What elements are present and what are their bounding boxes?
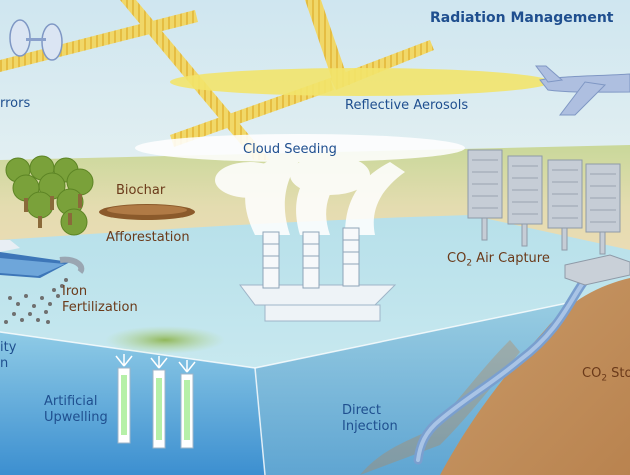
alk-line1: ity: [0, 340, 17, 355]
co2-storage-prefix: CO: [582, 366, 602, 381]
space-mirrors-illustration: [9, 19, 63, 61]
direct-line2: Injection: [342, 419, 398, 434]
label-co2-storage: CO2 Sto: [582, 366, 630, 387]
header-title: Radiation Management: [430, 10, 614, 26]
label-artificial-upwelling: Artificial Upwelling: [44, 394, 108, 426]
co2-air-capture-subscript: 2: [466, 258, 473, 269]
label-afforestation: Afforestation: [106, 230, 190, 245]
co2-air-capture-suffix: Air Capture: [472, 251, 550, 266]
label-iron-fertilization: Iron Fertilization: [62, 284, 138, 316]
upwelling-line2: Upwelling: [44, 410, 108, 425]
co2-storage-suffix: Sto: [607, 366, 630, 381]
seabed-soil: [440, 278, 630, 475]
capture-building: [564, 254, 630, 286]
co2-storage-subscript: 2: [601, 373, 608, 384]
label-mirrors: rrors: [0, 96, 31, 111]
label-reflective-aerosols: Reflective Aerosols: [345, 98, 469, 113]
label-cloud-seeding: Cloud Seeding: [243, 142, 337, 157]
afforestation-trees: [5, 155, 94, 236]
label-alkalinity-partial: ity n: [0, 340, 16, 372]
biochar-pit: [99, 204, 195, 220]
iron-line2: Fertilization: [62, 300, 138, 315]
upwelling-line1: Artificial: [44, 394, 98, 409]
airplane-illustration: [535, 65, 630, 116]
iron-line1: Iron: [62, 284, 88, 299]
upwelling-pipes: [115, 354, 196, 449]
label-biochar: Biochar: [116, 183, 166, 198]
aerosol-layer: [170, 68, 550, 96]
cloud-seeding-ship: [239, 227, 397, 322]
ocean-front-face: [0, 332, 265, 475]
label-direct-injection: Direct Injection: [342, 403, 398, 435]
algae-bloom: [105, 326, 225, 354]
direct-line1: Direct: [342, 403, 381, 418]
label-co2-air-capture: CO2 Air Capture: [447, 251, 550, 272]
co2-air-capture-prefix: CO: [447, 251, 467, 266]
fertilization-ship: [0, 240, 85, 278]
cloud-seeding-plume: [135, 134, 465, 235]
iron-particles: [4, 278, 68, 324]
alk-line2: n: [0, 356, 9, 371]
